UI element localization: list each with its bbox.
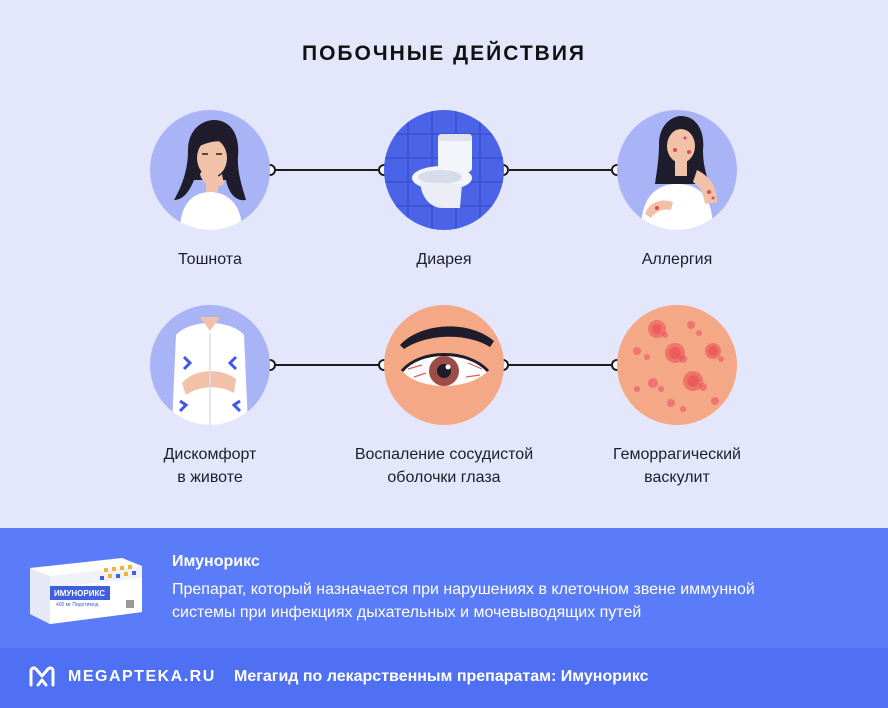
footer-bar: [0, 648, 888, 708]
connector-line: [503, 169, 617, 171]
eye-inflammation-illustration: [384, 305, 504, 425]
connector-line: [270, 169, 384, 171]
diarrhea-illustration: [384, 110, 504, 230]
product-description: Препарат, который назначается при наруше…: [172, 578, 862, 624]
side-effect-label-nausea: Тошнота: [178, 251, 242, 268]
page-title: ПОБОЧНЫЕ ДЕЙСТВИЯ: [301, 42, 587, 65]
label-line: васкулит: [644, 469, 710, 486]
nausea-illustration: [150, 110, 270, 230]
box-brand-text: ИМУНОРИКС: [54, 589, 105, 598]
footer-brand[interactable]: MEGAPTEKA.RU: [68, 668, 216, 685]
label-line: в животе: [177, 469, 243, 486]
megapteka-logo-icon: [28, 665, 56, 694]
footer-text: Мегагид по лекарственным препаратам: Иму…: [234, 668, 649, 685]
product-name: Имунорикс: [172, 553, 260, 570]
label-line: оболочки глаза: [387, 469, 501, 486]
product-box-image: ИМУНОРИКС 400 мг Пидотимод: [26, 548, 146, 633]
label-line: Воспаление сосудистой: [354, 446, 534, 463]
connector-line: [270, 364, 384, 366]
vasculitis-illustration: [617, 305, 737, 425]
connector-line: [503, 364, 617, 366]
description-line: Препарат, который назначается при наруше…: [172, 581, 755, 598]
allergy-illustration: [617, 110, 737, 230]
product-banner: [0, 528, 888, 648]
box-dose-text: 400 мг Пидотимод: [56, 602, 99, 608]
abdominal-discomfort-illustration: [150, 305, 270, 425]
label-line: Дискомфорт: [163, 446, 257, 463]
side-effect-label-abdominal: Дискомфорт в животе: [95, 443, 325, 489]
side-effect-label-allergy: Аллергия: [641, 251, 713, 268]
description-line: системы при инфекциях дыхательных и моче…: [172, 604, 642, 621]
label-line: Геморрагический: [613, 446, 741, 463]
side-effect-label-eye: Воспаление сосудистой оболочки глаза: [329, 443, 559, 489]
side-effect-label-diarrhea: Диарея: [416, 251, 472, 268]
side-effect-label-vasculitis: Геморрагический васкулит: [562, 443, 792, 489]
